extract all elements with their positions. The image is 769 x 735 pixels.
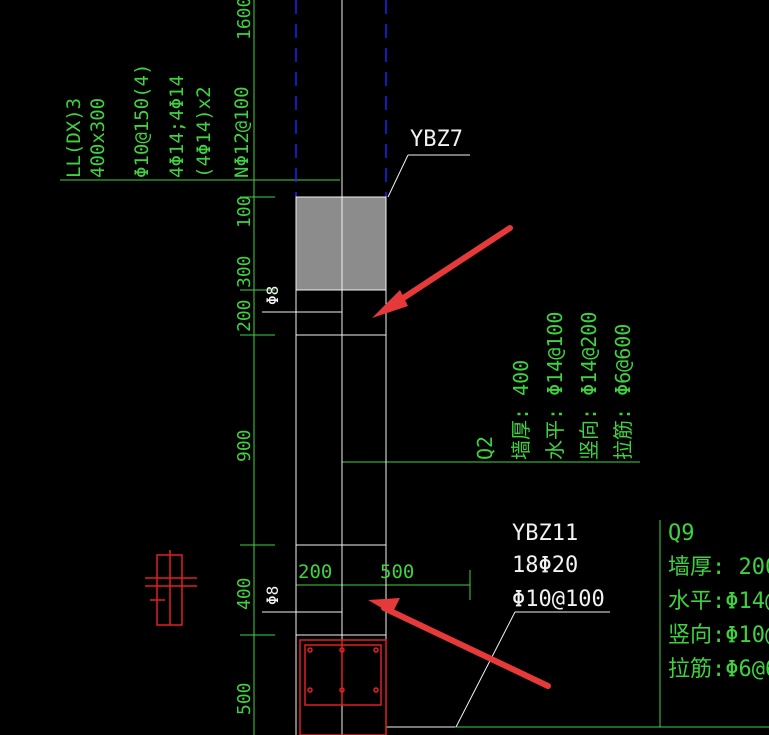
q2-line5: 拉筋: Φ6@600 [611, 324, 635, 460]
arrow-ybz11 [368, 598, 551, 689]
q2-label: Q2 墙厚: 400 水平: Φ14@100 竖向: Φ14@200 拉筋: Φ… [473, 312, 635, 460]
dim-500: 500 [234, 682, 255, 715]
dim-1600: 1600 [234, 0, 255, 40]
ybz11-main-rebar: 18Φ20 [512, 553, 578, 578]
q2-line3: 水平: Φ14@100 [543, 312, 567, 460]
q2-line4: 竖向: Φ14@200 [577, 312, 601, 460]
beam-label: LL(DX)3 400x300 Φ10@150(4) 4Φ14;4Φ14 (4Φ… [63, 64, 253, 178]
dim-300: 300 [234, 255, 255, 288]
ybz7-column[interactable] [295, 196, 387, 291]
axis-lines [295, 0, 387, 197]
beam-label-line2: 400x300 [87, 98, 109, 178]
hdim-200: 200 [298, 561, 332, 583]
beam-label-line5: (4Φ14)x2 [193, 86, 215, 178]
q9-line1: Q9 [668, 521, 695, 546]
dimension-lines [60, 0, 769, 735]
q2-line1: Q2 [473, 436, 497, 460]
beam-label-line4: 4Φ14;4Φ14 [166, 75, 188, 178]
dim-200: 200 [234, 299, 255, 332]
q2-line2: 墙厚: 400 [509, 360, 533, 460]
ybz11-label: YBZ11 [512, 521, 578, 546]
hdim-500: 500 [380, 561, 414, 583]
beam-label-line1: LL(DX)3 [63, 98, 85, 178]
ybz7-label: YBZ7 [410, 127, 463, 152]
rebar-detail-icon [145, 550, 197, 626]
q9-line2: 墙厚: 200 [668, 555, 769, 580]
q9-line4: 竖向:Φ10@ [668, 623, 769, 648]
q9-line3: 水平:Φ14@ [668, 589, 769, 614]
ybz11-stirrup: Φ10@100 [512, 587, 605, 612]
beam-label-line6: NΦ12@100 [231, 86, 253, 178]
ybz7-phi8: Φ8 [263, 286, 282, 305]
beam-label-line3: Φ10@150(4) [131, 64, 153, 178]
ybz11-rebar-section[interactable] [299, 639, 387, 735]
ybz11-phi8: Φ8 [263, 586, 282, 605]
dim-100: 100 [234, 195, 255, 228]
ybz11-label-group: YBZ11 18Φ20 Φ10@100 [512, 521, 605, 612]
q9-line5: 拉筋:Φ6@6 [668, 657, 769, 682]
q9-label: Q9 墙厚: 200 水平:Φ14@ 竖向:Φ10@ 拉筋:Φ6@6 [668, 521, 769, 682]
arrow-ybz7 [372, 225, 513, 318]
stirrup-labels: Φ8 Φ8 [263, 286, 282, 605]
left-dimensions: 1600 100 300 200 900 400 500 [234, 0, 255, 715]
horizontal-dimensions: 200 500 [298, 561, 414, 583]
dim-400: 400 [234, 577, 255, 610]
dim-900: 900 [234, 429, 255, 462]
